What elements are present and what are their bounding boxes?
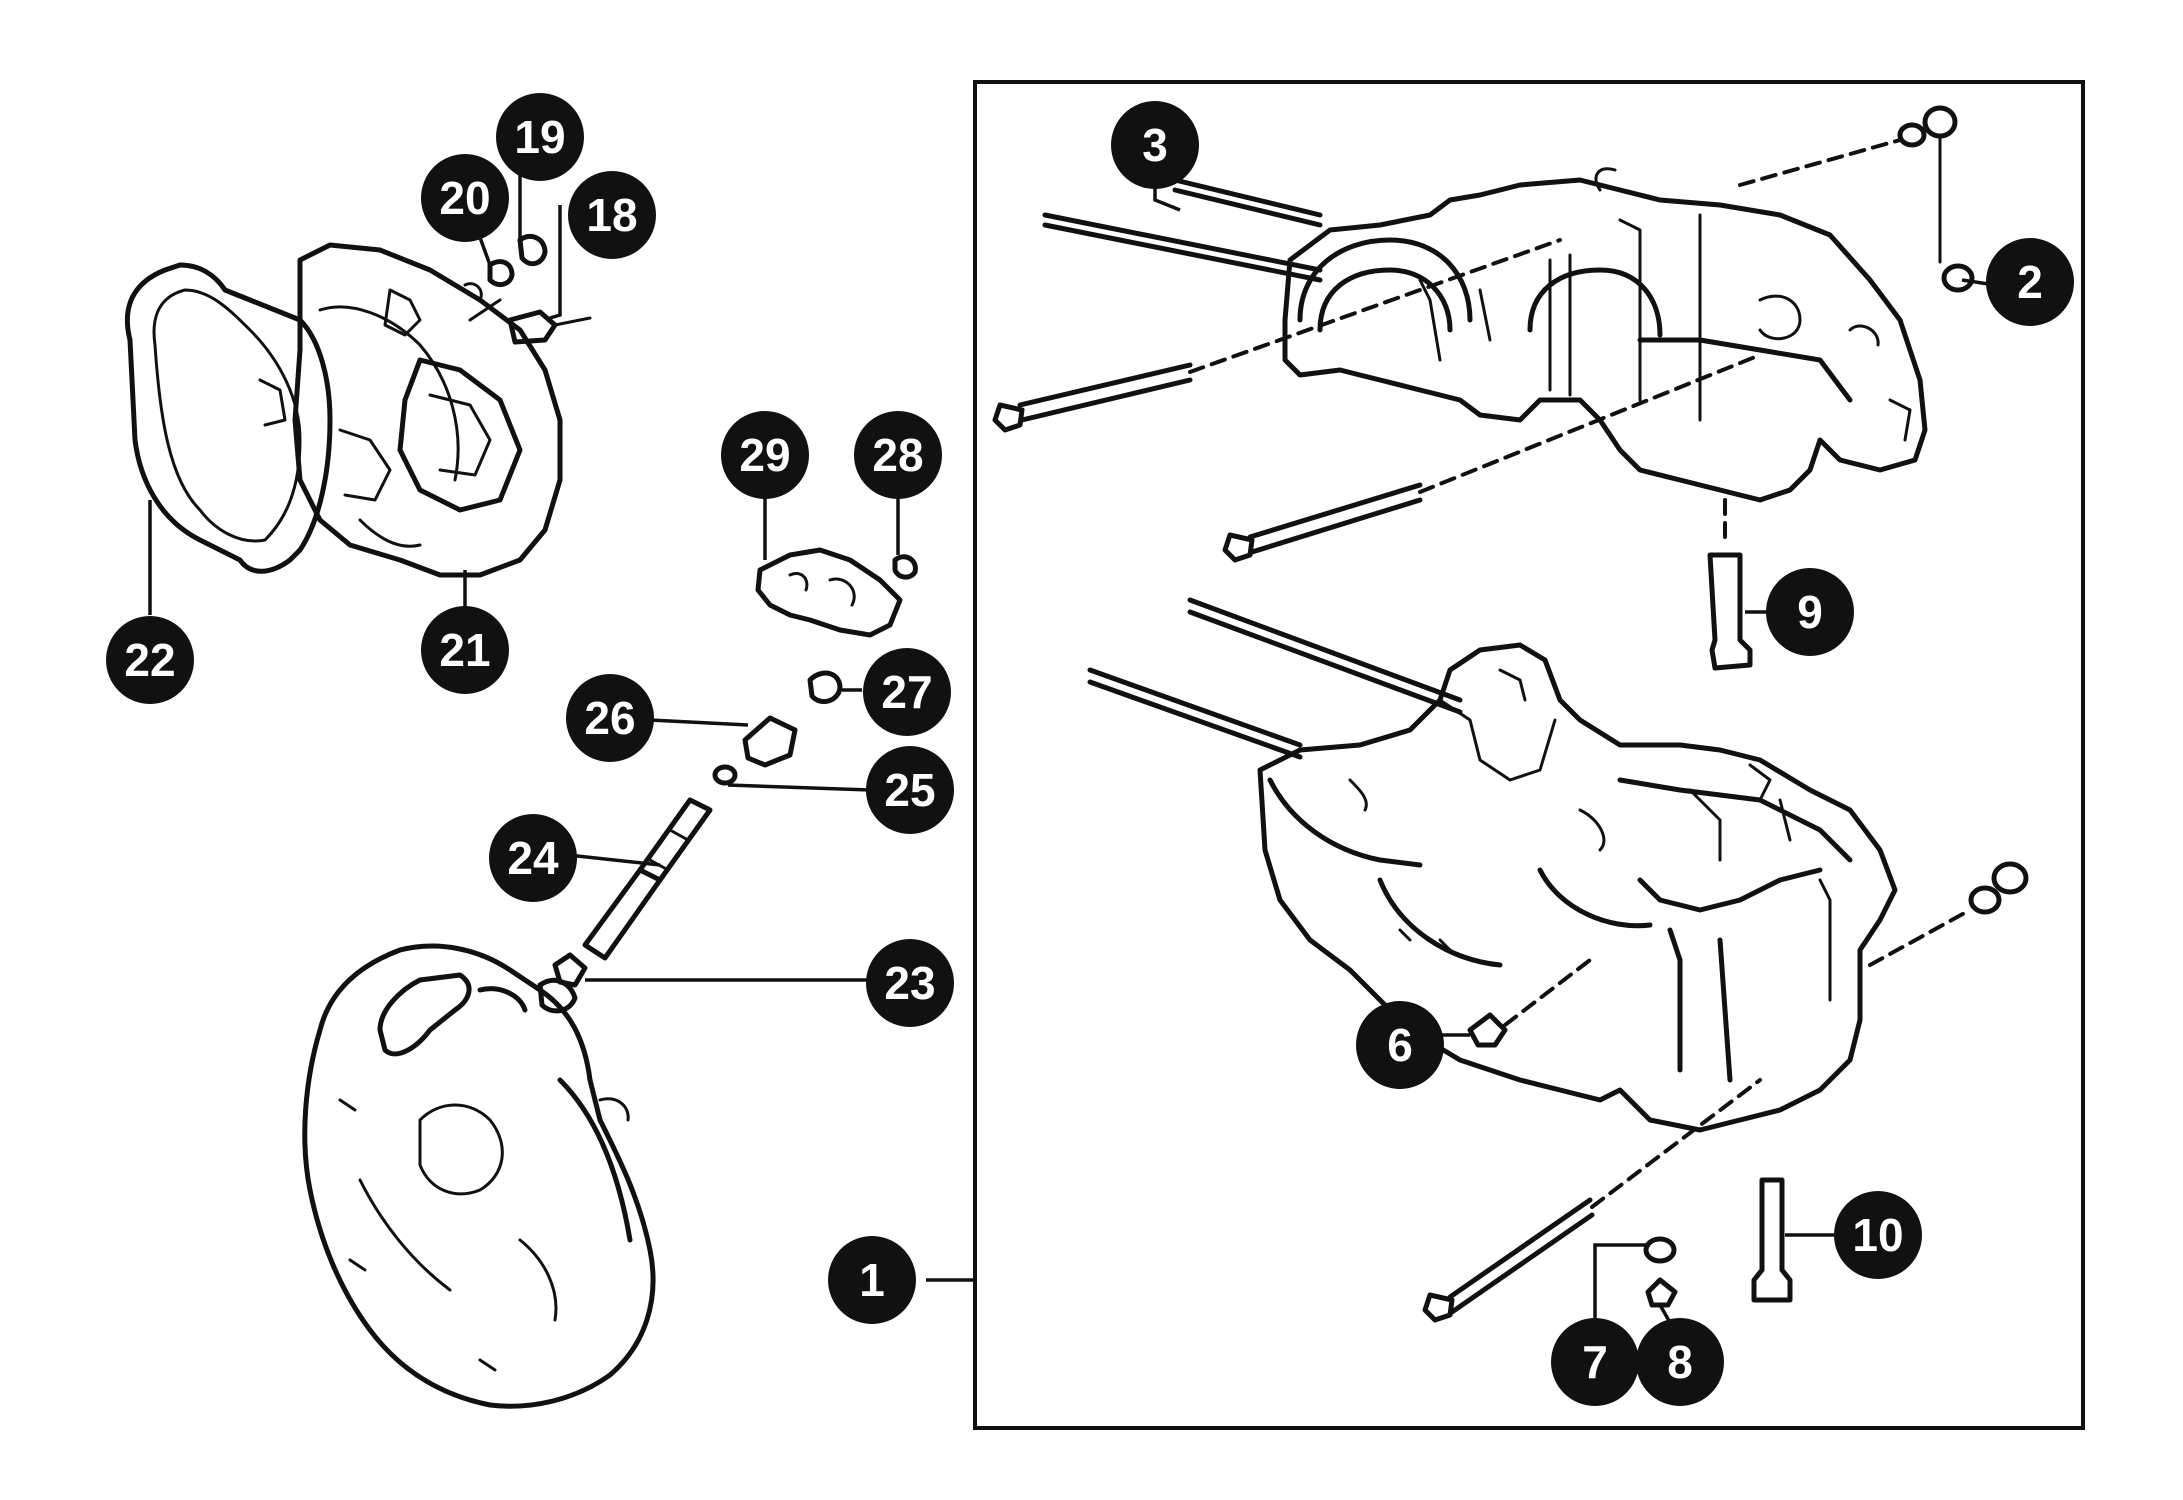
washer-set-lower [1868, 861, 2029, 967]
callout-9: 9 [1766, 568, 1854, 656]
svg-text:18: 18 [586, 189, 637, 241]
upper-crankcase-half [1282, 167, 1928, 503]
svg-text:19: 19 [514, 111, 565, 163]
dowel-6 [1467, 958, 1592, 1048]
callout-27: 27 [863, 648, 951, 736]
lower-studs [1087, 597, 1463, 760]
callout-20: 20 [421, 154, 509, 242]
svg-text:3: 3 [1142, 119, 1168, 171]
callout-25: 25 [866, 746, 954, 834]
callout-18: 18 [568, 171, 656, 259]
nut-7-washer-8 [1643, 1236, 1678, 1308]
svg-text:20: 20 [439, 172, 490, 224]
svg-text:27: 27 [881, 666, 932, 718]
svg-text:2: 2 [2017, 256, 2043, 308]
svg-text:26: 26 [584, 692, 635, 744]
timing-cover [302, 943, 656, 1409]
callout-29: 29 [721, 411, 809, 499]
callout-26: 26 [566, 674, 654, 762]
svg-text:23: 23 [884, 957, 935, 1009]
leader-lines [148, 150, 1996, 1341]
callout-19: 19 [496, 93, 584, 181]
callout-23: 23 [866, 939, 954, 1027]
svg-text:28: 28 [872, 429, 923, 481]
shaft-assembly [552, 670, 843, 988]
callout-6: 6 [1356, 1001, 1444, 1089]
callout-7: 7 [1551, 1318, 1639, 1406]
callout-2: 2 [1986, 238, 2074, 326]
svg-text:7: 7 [1582, 1336, 1608, 1388]
svg-text:21: 21 [439, 624, 490, 676]
housing-fasteners [468, 234, 592, 345]
callout-24: 24 [489, 814, 577, 902]
callout-28: 28 [854, 411, 942, 499]
svg-text:9: 9 [1797, 586, 1823, 638]
svg-text:1: 1 [859, 1254, 885, 1306]
lever-assembly [755, 547, 918, 638]
callout-10: 10 [1834, 1191, 1922, 1279]
callout-3: 3 [1111, 101, 1199, 189]
callout-8: 8 [1636, 1318, 1724, 1406]
svg-text:29: 29 [739, 429, 790, 481]
nut-washer-set [1738, 105, 1975, 293]
bolt-9 [1707, 498, 1753, 671]
callout-21: 21 [421, 606, 509, 694]
stud-10 [1751, 1177, 1793, 1303]
svg-text:6: 6 [1387, 1019, 1413, 1071]
svg-text:8: 8 [1667, 1336, 1693, 1388]
crankcase-group-frame [973, 80, 2085, 1430]
svg-text:22: 22 [124, 634, 175, 686]
long-studs [992, 177, 1762, 563]
callout-1: 1 [828, 1236, 916, 1324]
svg-text:25: 25 [884, 764, 935, 816]
lower-crankcase-half [1257, 642, 1898, 1133]
bottom-bolt [1422, 1078, 1762, 1323]
clutch-housing [124, 242, 563, 578]
svg-text:24: 24 [507, 832, 559, 884]
callout-22: 22 [106, 616, 194, 704]
svg-text:10: 10 [1852, 1209, 1903, 1261]
